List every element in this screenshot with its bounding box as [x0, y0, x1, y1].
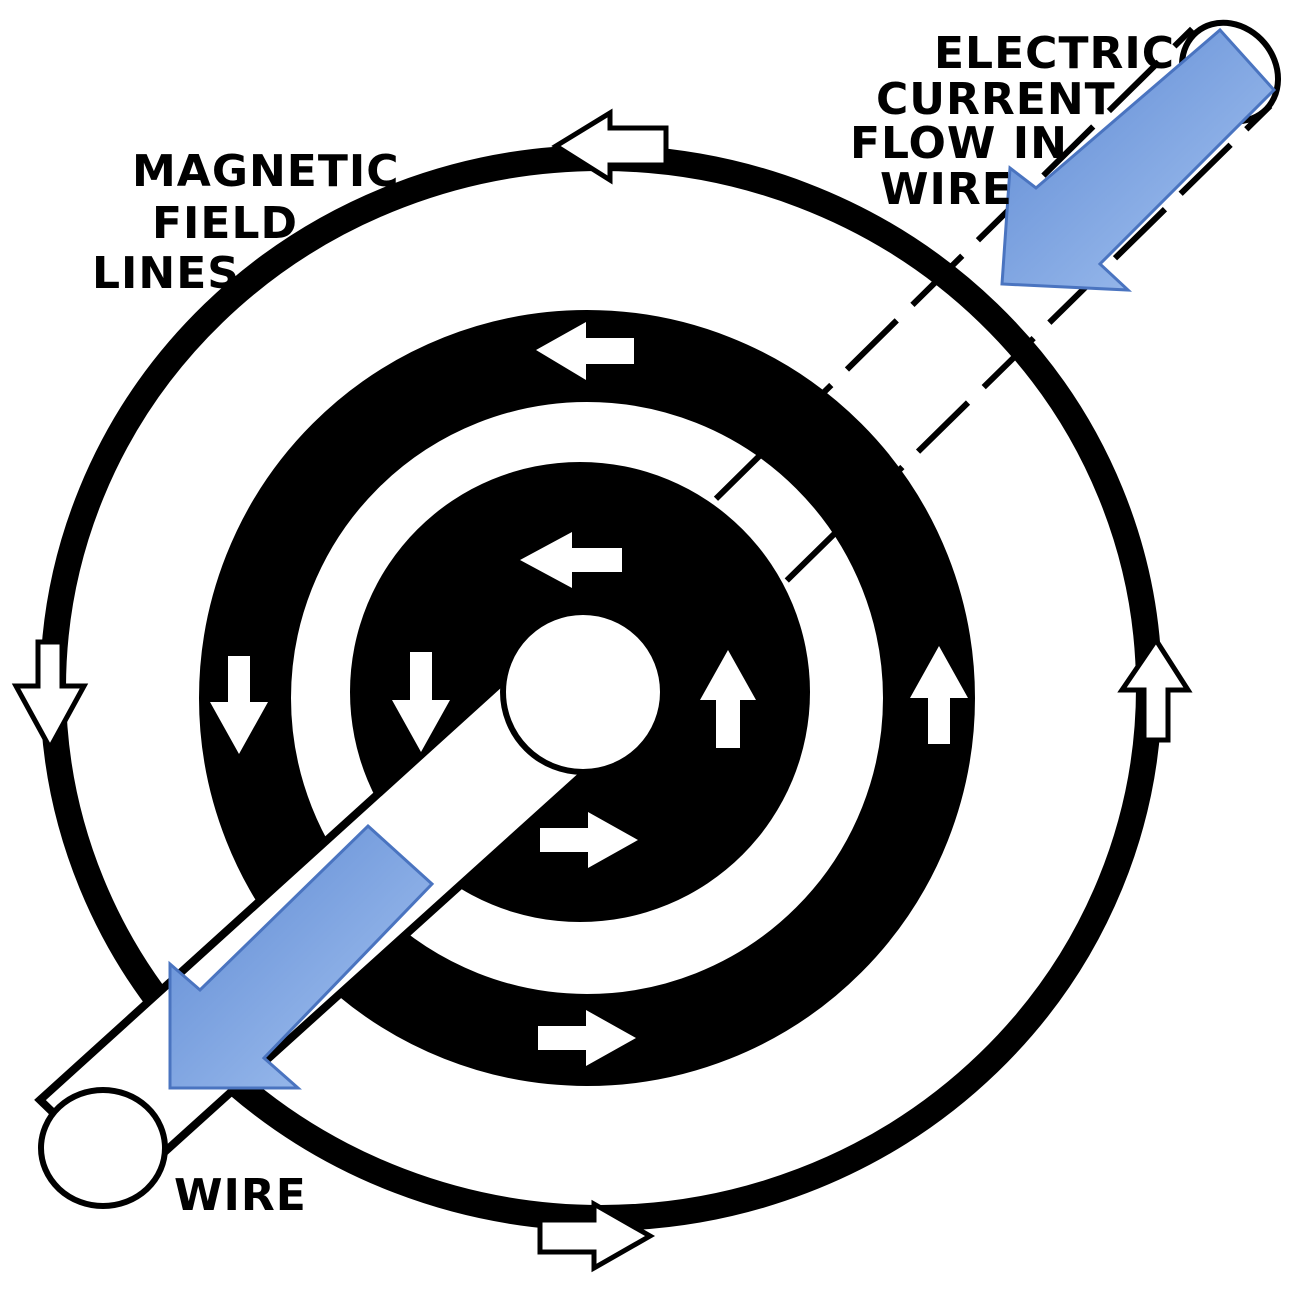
middle-arrow-left — [210, 656, 268, 754]
inner-arrow-bottom — [540, 812, 638, 868]
label-electric: ELECTRIC — [934, 28, 1175, 79]
inner-arrow-left — [392, 652, 450, 752]
outer-arrow-right — [1117, 635, 1193, 743]
wire-end-circle — [38, 1087, 168, 1209]
inner-arrow-top — [520, 532, 622, 588]
outer-arrow-top — [551, 108, 669, 185]
label-flow-in: FLOW IN — [850, 118, 1068, 169]
label-lines: LINES — [92, 248, 240, 299]
middle-arrow-bottom — [538, 1010, 636, 1066]
label-field: FIELD — [152, 198, 299, 249]
inner-arrow-right — [700, 650, 756, 748]
middle-arrow-right — [910, 646, 968, 744]
label-current: CURRENT — [876, 74, 1116, 125]
outer-arrow-left — [11, 639, 89, 754]
current-arrow-lower — [168, 823, 435, 1090]
label-wire-current: WIRE — [880, 164, 1013, 215]
current-arrow-upper — [1000, 27, 1277, 292]
middle-arrow-top — [536, 322, 634, 380]
label-magnetic: MAGNETIC — [132, 146, 400, 197]
outer-arrow-bottom — [537, 1199, 656, 1273]
label-wire: WIRE — [174, 1170, 307, 1221]
